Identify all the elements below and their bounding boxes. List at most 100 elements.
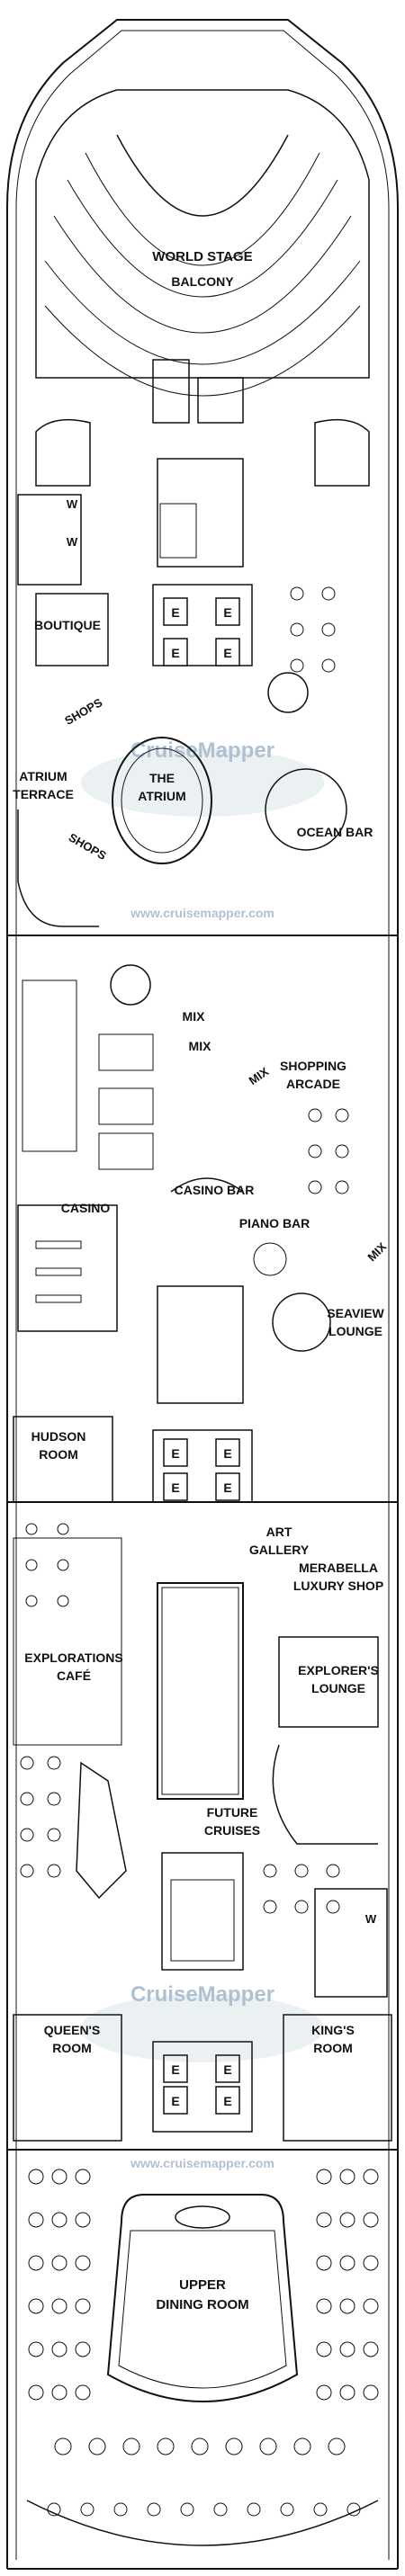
table	[321, 622, 336, 637]
label-casino: CASINO	[61, 1201, 111, 1215]
label-explorers-lounge-1: EXPLORER'S	[298, 1663, 379, 1677]
table	[47, 1756, 61, 1770]
table	[308, 1108, 322, 1123]
label-mix-1: MIX	[183, 1009, 206, 1024]
table	[308, 1180, 322, 1194]
table	[20, 1756, 34, 1770]
table	[113, 2502, 128, 2517]
table	[75, 2298, 91, 2314]
label-explorers-lounge-2: LOUNGE	[311, 1681, 365, 1695]
elevator-label: E	[223, 1480, 231, 1495]
table	[20, 1864, 34, 1878]
label-queens-room-1: QUEEN'S	[44, 2023, 100, 2037]
table	[75, 2255, 91, 2271]
table	[28, 2255, 44, 2271]
watermark-ship-shape-2	[81, 1994, 324, 2062]
table	[339, 2169, 356, 2185]
table	[88, 2437, 106, 2455]
table	[147, 2502, 161, 2517]
table	[28, 2212, 44, 2228]
elevator-label: E	[171, 1446, 179, 1461]
theater-outline	[35, 89, 370, 379]
table	[51, 2298, 68, 2314]
table	[28, 2341, 44, 2357]
table	[263, 1864, 277, 1878]
furniture-tables	[20, 586, 379, 2517]
elevator-box	[163, 2054, 188, 2083]
table	[75, 2384, 91, 2401]
label-atrium-terrace-2: TERRACE	[13, 787, 74, 801]
table	[180, 2502, 194, 2517]
table	[75, 2169, 91, 2185]
elevator-box	[215, 2054, 240, 2083]
elevator-box	[215, 1438, 240, 1467]
table	[290, 622, 304, 637]
watermark-logo-2: CruiseMapper	[130, 1982, 274, 2007]
elevator-label: E	[223, 2062, 231, 2077]
table	[213, 2502, 228, 2517]
table	[316, 2212, 332, 2228]
table	[75, 2212, 91, 2228]
table	[25, 1595, 38, 1607]
table	[339, 2255, 356, 2271]
table	[363, 2255, 379, 2271]
elevator-label: E	[171, 646, 179, 660]
table	[328, 2437, 346, 2455]
label-balcony: BALCONY	[171, 274, 234, 289]
elevator-label: E	[223, 1446, 231, 1461]
table	[363, 2169, 379, 2185]
table	[321, 658, 336, 673]
elevator-label: E	[223, 2094, 231, 2108]
label-piano-bar: PIANO BAR	[239, 1216, 310, 1230]
table	[25, 1523, 38, 1535]
table	[339, 2212, 356, 2228]
table	[339, 2341, 356, 2357]
table	[57, 1595, 69, 1607]
label-upper-dining-1: UPPER	[179, 2277, 226, 2293]
label-explorations-2: CAFÉ	[57, 1668, 91, 1683]
table	[51, 2384, 68, 2401]
label-shopping-arcade-1: SHOPPING	[280, 1059, 346, 1073]
elevator-box	[215, 1472, 240, 1501]
table	[47, 1828, 61, 1842]
table	[259, 2437, 277, 2455]
elevator-label: E	[171, 605, 179, 620]
table	[80, 2502, 94, 2517]
table	[57, 1523, 69, 1535]
label-w-1: W	[67, 497, 78, 511]
label-mix-3: MIX	[247, 1064, 272, 1087]
table	[54, 2437, 72, 2455]
elevator-box	[215, 638, 240, 666]
elevator-label: E	[171, 1480, 179, 1495]
table	[25, 1559, 38, 1571]
table	[326, 1864, 340, 1878]
elevator-box	[163, 1438, 188, 1467]
table	[321, 586, 336, 601]
label-casino-bar: CASINO BAR	[175, 1183, 255, 1197]
dining-room-outline	[106, 2194, 299, 2402]
label-shops-2: SHOPS	[67, 830, 109, 863]
table	[51, 2169, 68, 2185]
table	[335, 1108, 349, 1123]
watermark-ship-shape	[81, 748, 324, 817]
elevator-box	[163, 638, 188, 666]
table	[225, 2437, 243, 2455]
table	[75, 2341, 91, 2357]
label-hudson-room-2: ROOM	[39, 1447, 78, 1462]
label-the-atrium-2: ATRIUM	[138, 789, 185, 803]
elevator-label: E	[223, 605, 231, 620]
watermark-url-1: www.cruisemapper.com	[130, 906, 274, 920]
table	[339, 2298, 356, 2314]
label-art-gallery-2: GALLERY	[249, 1543, 310, 1557]
table	[47, 2502, 61, 2517]
table	[316, 2341, 332, 2357]
table	[20, 1792, 34, 1806]
table	[363, 2298, 379, 2314]
label-kings-room-1: KING'S	[311, 2023, 355, 2037]
table	[191, 2437, 209, 2455]
label-hudson-room-1: HUDSON	[32, 1429, 86, 1444]
table	[346, 2502, 361, 2517]
elevator-label: E	[171, 2094, 179, 2108]
table	[247, 2502, 261, 2517]
